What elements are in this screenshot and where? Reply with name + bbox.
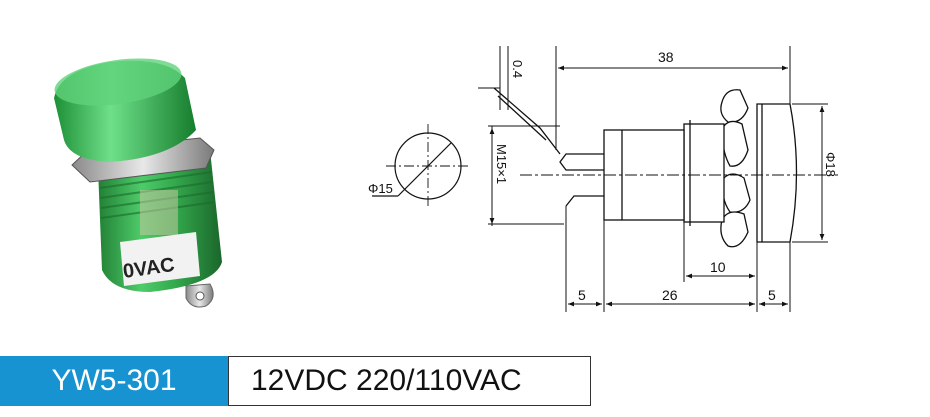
dim-lens-diameter-label: Φ18 bbox=[823, 152, 838, 177]
dim-26-label: 26 bbox=[662, 287, 678, 303]
dim-5-left-label: 5 bbox=[578, 287, 586, 303]
panel-hole-leader bbox=[397, 142, 452, 197]
dim-10-label: 10 bbox=[710, 259, 726, 275]
dim-thread-label: M15×1 bbox=[494, 144, 509, 184]
panel-hole-dimension: Φ15 bbox=[368, 181, 393, 196]
dim-0-4-label: 0.4 bbox=[510, 60, 525, 78]
indicator-lamp-photo: 0VAC bbox=[54, 58, 222, 308]
side-view bbox=[493, 87, 798, 248]
lens-top bbox=[54, 58, 182, 106]
lamp-inner-part bbox=[140, 190, 178, 235]
side-bent-lead bbox=[493, 87, 561, 155]
dim-38-label: 38 bbox=[658, 49, 674, 65]
body-label bbox=[120, 232, 200, 286]
front-view bbox=[372, 124, 470, 208]
side-terminal-top bbox=[559, 153, 604, 171]
model-number-text: YW5-301 bbox=[51, 364, 177, 397]
terminal-hole bbox=[195, 291, 205, 301]
model-number-label: YW5-301 bbox=[0, 356, 228, 406]
dimension-lines bbox=[478, 46, 828, 312]
voltage-spec-text: 12VDC 220/110VAC bbox=[251, 364, 522, 397]
side-terminal-bottom bbox=[565, 195, 604, 207]
side-thread-section bbox=[683, 123, 725, 223]
side-nut bbox=[720, 89, 751, 248]
dim-5-right-label: 5 bbox=[768, 287, 776, 303]
side-lens bbox=[756, 103, 798, 243]
voltage-spec-label: 12VDC 220/110VAC bbox=[228, 356, 591, 406]
